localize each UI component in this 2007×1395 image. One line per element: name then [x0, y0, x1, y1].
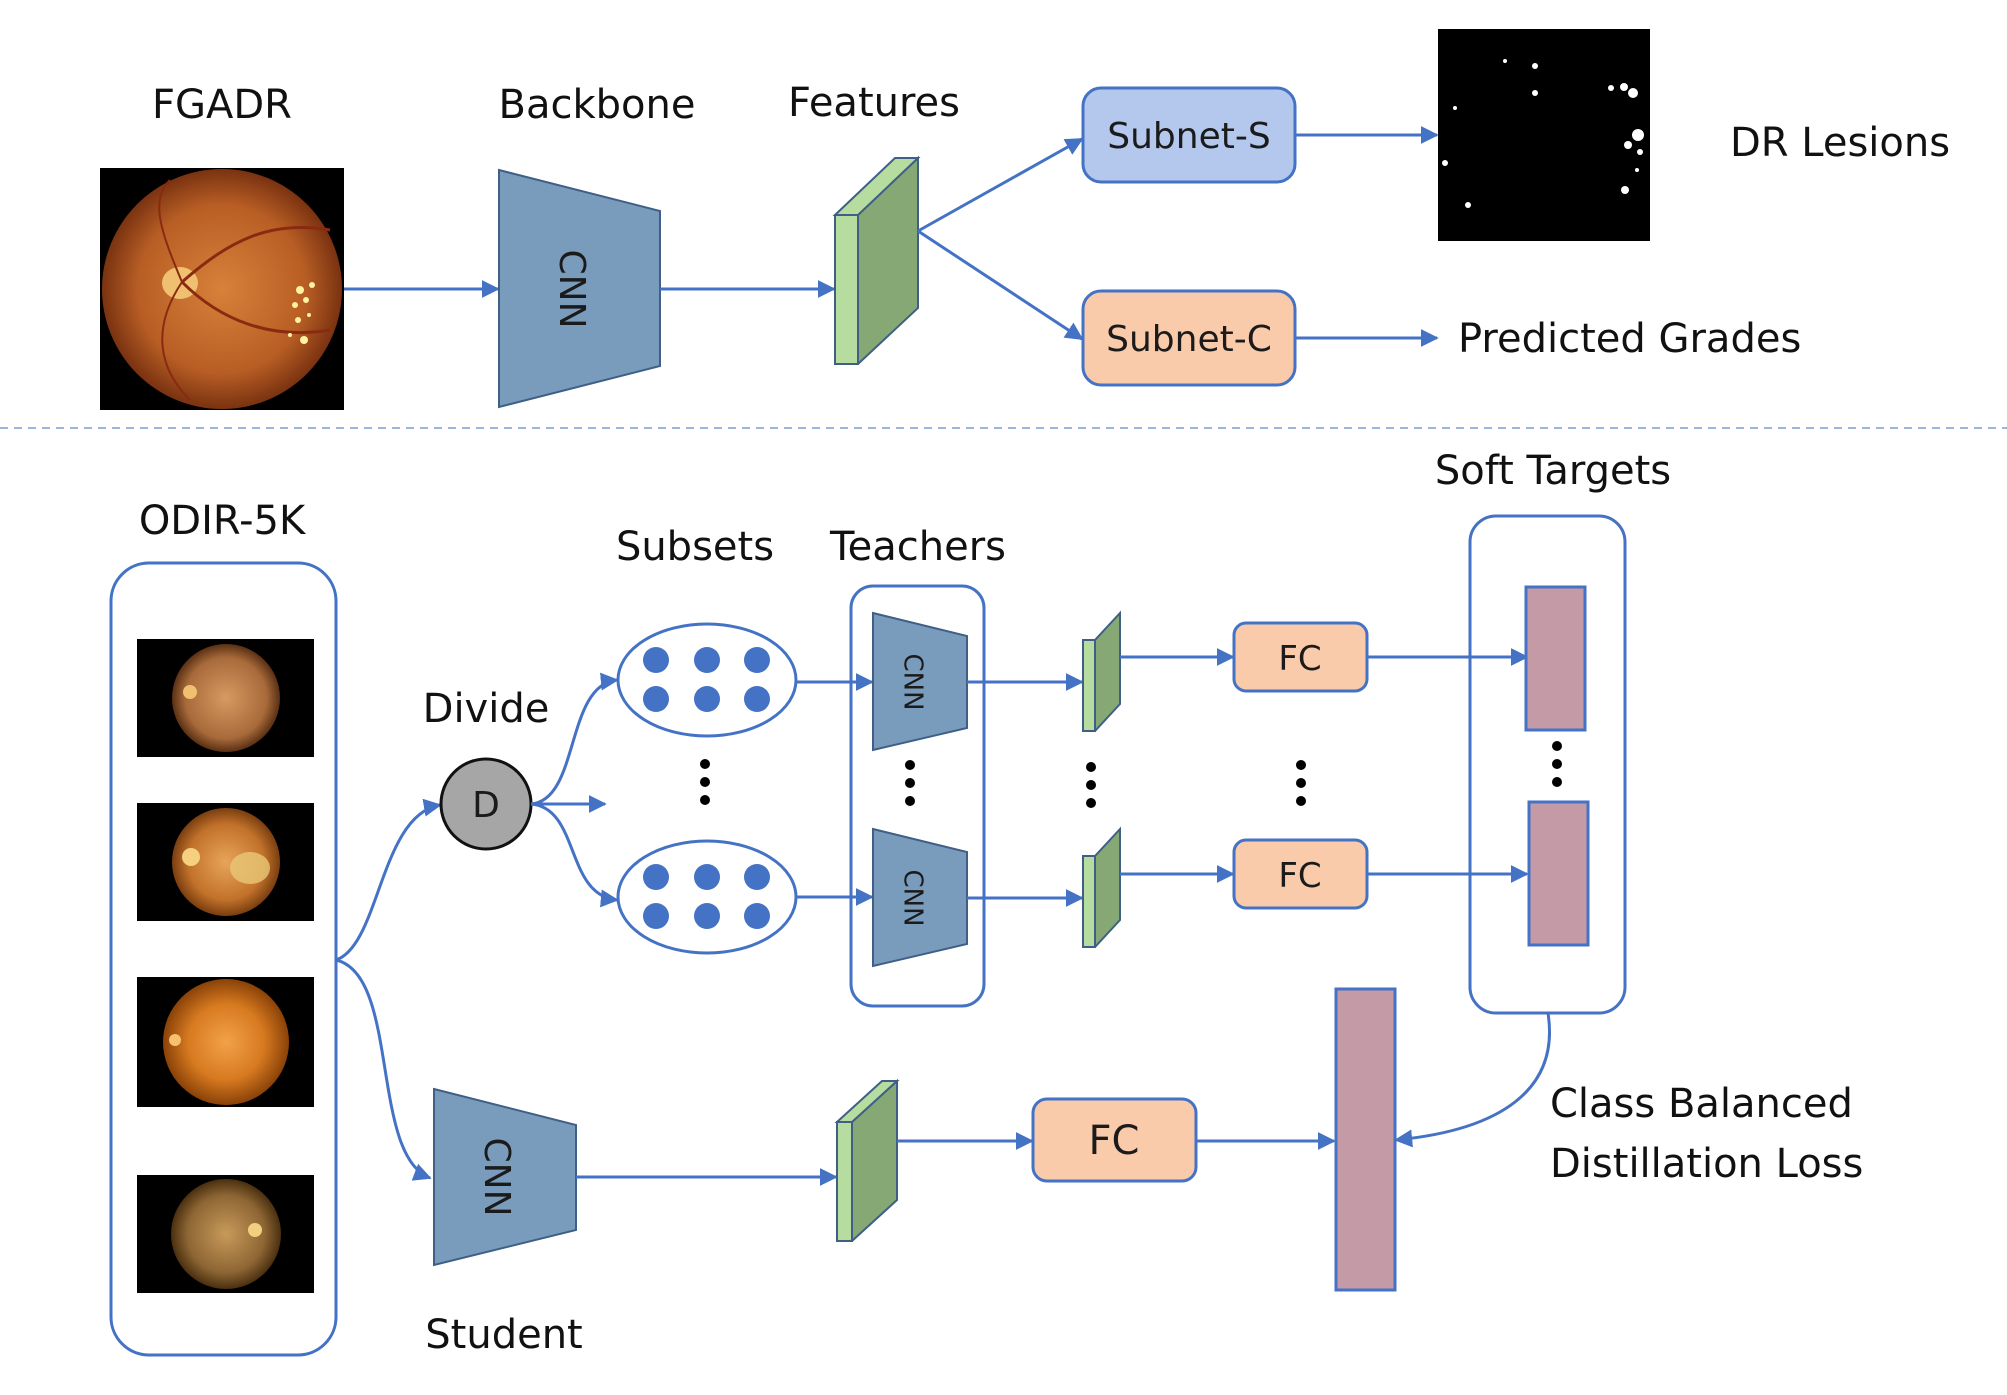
student-fc-text: FC: [1089, 1118, 1140, 1164]
teacher-cnn-1-text: CNN: [898, 653, 928, 710]
student-output: [1334, 987, 1397, 1292]
arrow-divide-to-subset-1: [530, 672, 619, 806]
student-cnn-text: CNN: [476, 1138, 517, 1217]
fgadr-fundus-image: [100, 168, 344, 410]
divide-label: Divide: [423, 686, 550, 732]
teachers-label: Teachers: [829, 524, 1006, 570]
subset-1: [616, 622, 798, 738]
backbone-cnn-text: CNN: [551, 250, 592, 329]
backbone-cnn-trapezoid: [498, 168, 661, 409]
teacher-cnn-2: [872, 827, 968, 968]
lesion-mask-image: [1438, 29, 1650, 241]
arrow-odir-to-divide: [335, 798, 442, 962]
soft-targets-ellipsis: [1552, 741, 1562, 787]
soft-targets-container: [1468, 514, 1627, 1015]
soft-target-1: [1524, 585, 1587, 732]
fc-ellipsis: [1296, 760, 1306, 806]
loss-label-line-2: Distillation Loss: [1550, 1141, 1863, 1187]
arrow-odir-to-student: [335, 958, 432, 1181]
odir-fundus-image-3: [137, 977, 314, 1107]
arrow-divide-to-subset-2: [530, 802, 619, 908]
student-feature-map: [834, 1078, 900, 1242]
arrow-features-to-subnet-s: [917, 137, 1084, 233]
teacher-cnn-1: [872, 611, 968, 752]
subnet-c-text: Subnet-C: [1106, 319, 1272, 360]
teachers-ellipsis: [905, 760, 915, 806]
arrow-soft-targets-to-student-output: [1394, 1012, 1551, 1148]
backbone-label: Backbone: [499, 82, 696, 128]
soft-targets-label: Soft Targets: [1435, 448, 1671, 494]
soft-target-2: [1527, 800, 1590, 947]
arrow-features-to-subnet-c: [917, 229, 1084, 341]
odir-fundus-image-1: [137, 639, 314, 757]
subsets-label: Subsets: [616, 524, 774, 570]
teachers-container: [849, 584, 986, 1008]
features-ellipsis: [1086, 762, 1096, 808]
odir-fundus-image-4: [137, 1175, 314, 1293]
teacher-feature-map-2: [1082, 826, 1121, 948]
teacher-feature-map-1: [1082, 610, 1121, 732]
subset-2: [616, 839, 798, 955]
dr-lesions-label: DR Lesions: [1730, 120, 1950, 166]
loss-label-line-1: Class Balanced: [1550, 1081, 1853, 1127]
odir-fundus-image-2: [137, 803, 314, 921]
student-label: Student: [425, 1312, 582, 1358]
features-label: Features: [788, 80, 960, 126]
teacher-fc-2-text: FC: [1278, 856, 1321, 896]
predicted-grades-label: Predicted Grades: [1458, 316, 1801, 362]
subsets-ellipsis: [700, 759, 710, 805]
top-feature-map: [832, 155, 921, 365]
divide-node-text: D: [472, 785, 500, 826]
subnet-s-text: Subnet-S: [1107, 116, 1270, 157]
student-cnn: [433, 1087, 577, 1267]
odir-5k-label: ODIR-5K: [139, 498, 307, 544]
fgadr-label: FGADR: [152, 82, 292, 128]
teacher-cnn-2-text: CNN: [898, 869, 928, 926]
teacher-fc-1-text: FC: [1278, 639, 1321, 679]
